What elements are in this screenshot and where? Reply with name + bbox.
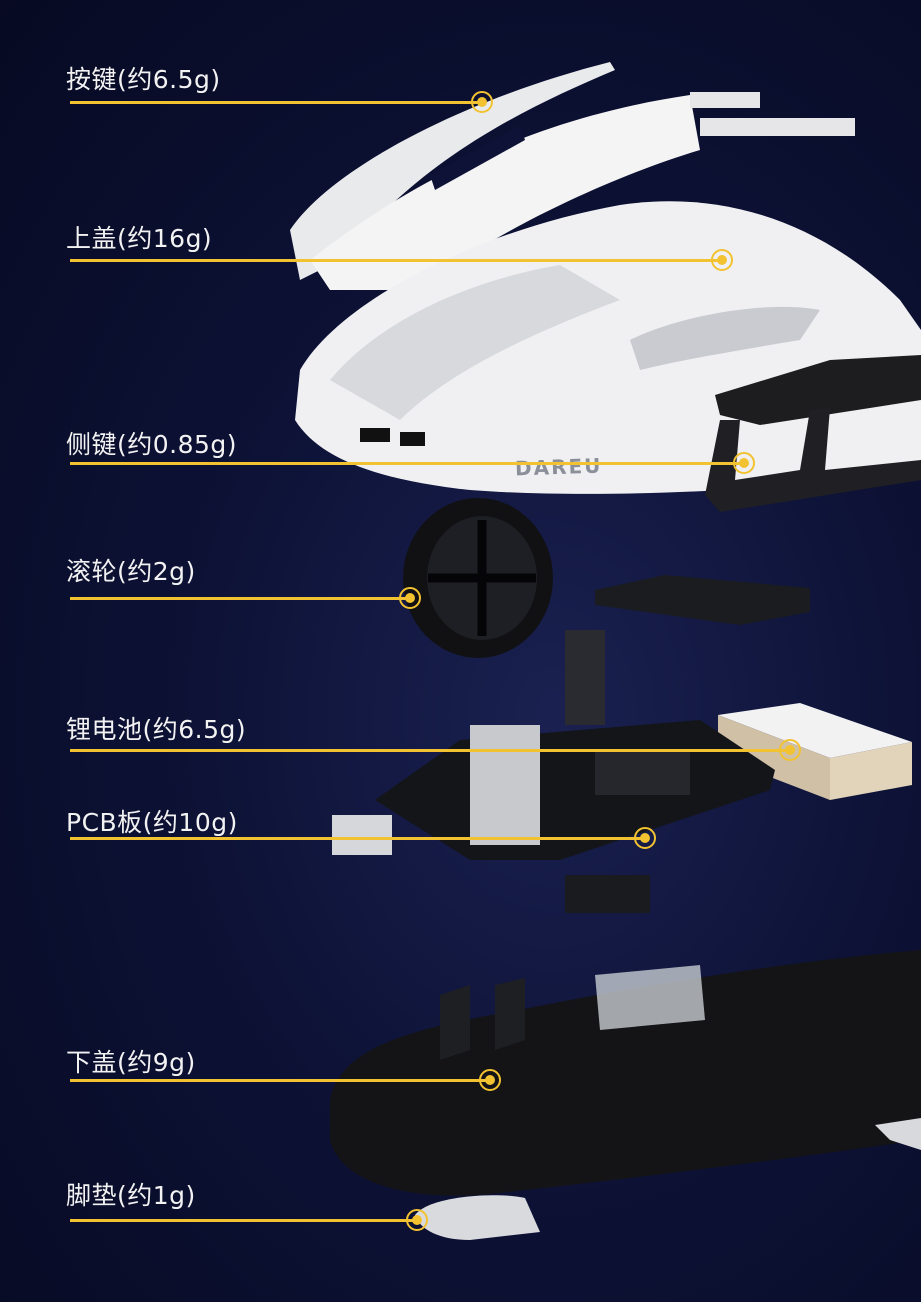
leader-line-pcb	[70, 837, 645, 840]
leader-line-side-buttons	[70, 462, 744, 465]
leader-line-feet	[70, 1219, 417, 1222]
leader-line-buttons	[70, 101, 482, 104]
marker-battery	[779, 739, 801, 761]
marker-feet	[406, 1209, 428, 1231]
label-feet: 脚垫(约1g)	[66, 1181, 196, 1210]
leader-line-top-cover	[70, 259, 722, 262]
label-battery: 锂电池(约6.5g)	[66, 715, 247, 744]
label-pcb: PCB板(约10g)	[66, 808, 238, 837]
label-top-cover: 上盖(约16g)	[66, 224, 213, 253]
side-buttons-part	[705, 355, 921, 512]
foot-part	[415, 1195, 540, 1240]
label-scroll-wheel: 滚轮(约2g)	[66, 557, 196, 586]
battery-part	[718, 703, 912, 800]
switch-bracket-part	[565, 575, 810, 725]
pcb-part	[332, 720, 775, 913]
marker-top-cover	[711, 249, 733, 271]
label-buttons: 按键(约6.5g)	[66, 65, 221, 94]
marker-buttons	[471, 91, 493, 113]
buttons-part	[290, 62, 855, 290]
marker-pcb	[634, 827, 656, 849]
scroll-wheel-part	[403, 498, 553, 658]
bottom-cover-part	[330, 950, 921, 1196]
marker-scroll-wheel	[399, 587, 421, 609]
label-bottom-cover: 下盖(约9g)	[66, 1048, 196, 1077]
marker-side-buttons	[733, 452, 755, 474]
leader-line-bottom-cover	[70, 1079, 490, 1082]
leader-line-battery	[70, 749, 790, 752]
leader-line-scroll-wheel	[70, 597, 410, 600]
marker-bottom-cover	[479, 1069, 501, 1091]
brand-logo: DAREU	[514, 453, 603, 481]
label-side-buttons: 侧键(约0.85g)	[66, 430, 238, 459]
